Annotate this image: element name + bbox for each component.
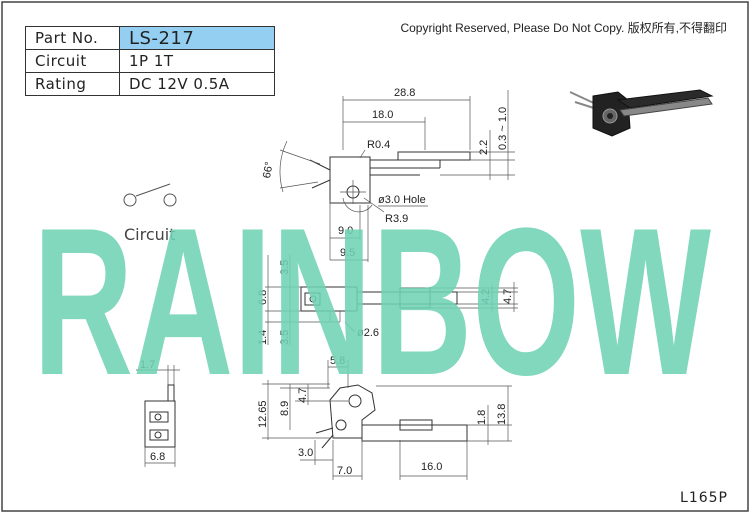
dim-pin-dia: ø2.6 bbox=[357, 327, 379, 339]
spec-key: Rating bbox=[25, 72, 120, 96]
dim-hole-radius: R3.9 bbox=[385, 213, 408, 225]
dim-h-1-8: 1.8 bbox=[476, 410, 488, 425]
dim-hole: ø3.0 Hole bbox=[378, 194, 426, 206]
product-illustration bbox=[569, 89, 714, 137]
spec-value-part-no: LS-217 bbox=[119, 26, 275, 50]
spec-key: Circuit bbox=[25, 49, 120, 73]
rainbow-watermark: RAINBOW bbox=[33, 184, 711, 419]
dim-w-6-8: 6.8 bbox=[150, 451, 165, 463]
dim-h-1-4: 1.4 bbox=[257, 330, 269, 345]
mid-hole bbox=[304, 292, 321, 306]
dim-length-to-actuator: 18.0 bbox=[372, 109, 393, 121]
dim-h-13-8: 13.8 bbox=[496, 404, 508, 425]
circuit-symbol: Circuit bbox=[123, 183, 177, 244]
dim-w-1-7: 1.7 bbox=[140, 359, 155, 371]
bottom-body bbox=[329, 384, 376, 439]
drawing-code: L165P bbox=[680, 490, 728, 506]
dim-h-12-65: 12.65 bbox=[257, 400, 269, 428]
mid-lever bbox=[356, 291, 458, 305]
dim-overall-length: 28.8 bbox=[394, 87, 415, 99]
side-body bbox=[144, 400, 176, 448]
spec-table: Part No. LS-217 Circuit 1P 1T Rating DC … bbox=[25, 26, 275, 96]
dim-h-6-8: 6.8 bbox=[257, 290, 269, 305]
dim-tab-offset-a: 2.2 bbox=[478, 140, 490, 155]
dim-corner-radius: R0.4 bbox=[367, 139, 390, 151]
dim-w-5-8: 5.8 bbox=[330, 355, 345, 367]
spec-row-rating: Rating DC 12V 0.5A bbox=[25, 72, 275, 96]
bottom-lever bbox=[361, 424, 468, 442]
dim-w-3-0: 3.0 bbox=[298, 447, 313, 459]
dim-tab-offset-b: 0.3 ~ 1.0 bbox=[497, 107, 509, 150]
dim-x-9-0: 9.0 bbox=[338, 225, 353, 237]
dim-w-7-0: 7.0 bbox=[337, 465, 352, 477]
mid-tab bbox=[399, 287, 431, 309]
spec-value-rating: DC 12V 0.5A bbox=[119, 72, 275, 96]
top-view: 66° 28.8 18.0 R0.4 2.2 0.3 ~ 1.0 ø3.0 Ho… bbox=[261, 87, 515, 262]
dim-h-3-5-low: 3.5 bbox=[279, 330, 291, 345]
dim-w-16-0: 16.0 bbox=[421, 461, 442, 473]
spec-row-circuit: Circuit 1P 1T bbox=[25, 49, 275, 73]
middle-view: 6.8 3.5 1.4 3.5 ø2.6 4.2 4.7 bbox=[257, 255, 518, 345]
spec-value-circuit: 1P 1T bbox=[119, 49, 275, 73]
side-view: 1.7 6.8 bbox=[136, 359, 180, 467]
copyright-notice: Copyright Reserved, Please Do Not Copy. … bbox=[400, 21, 727, 35]
dim-h-3-5: 3.5 bbox=[279, 260, 291, 275]
dim-angle: 66° bbox=[261, 161, 276, 179]
dim-x-9-5: 9.5 bbox=[340, 247, 355, 259]
spec-row-part-no: Part No. LS-217 bbox=[25, 26, 275, 50]
dim-h-8-9: 8.9 bbox=[279, 401, 291, 416]
dim-h-4-2: 4.2 bbox=[480, 289, 492, 304]
dim-h-4-7: 4.7 bbox=[502, 289, 514, 304]
bottom-view: 5.8 12.65 8.9 4.7 3.0 7.0 16.0 bbox=[257, 355, 512, 480]
dim-h-4-7: 4.7 bbox=[297, 388, 309, 403]
circuit-label: Circuit bbox=[124, 225, 176, 244]
lever-arm bbox=[397, 151, 471, 161]
spec-key: Part No. bbox=[25, 26, 120, 50]
